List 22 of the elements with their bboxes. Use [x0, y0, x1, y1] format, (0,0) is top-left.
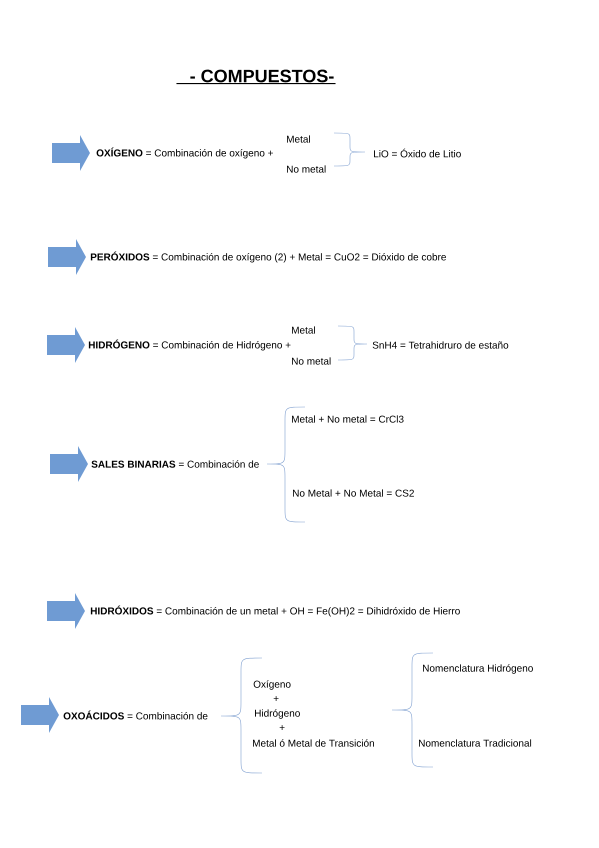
result-text: SnH4 = Tetrahidruro de estaño [372, 341, 508, 349]
definition-text: OXOÁCIDOS = Combinación de [64, 710, 208, 720]
plus-sign: + [274, 696, 279, 701]
page-title: - COMPUESTOS- [176, 70, 336, 84]
option-label: Hidrógeno [255, 709, 300, 719]
option-label: Oxígeno [254, 680, 291, 690]
definition-text: HIDRÓGENO = Combinación de Hidrógeno + [88, 340, 291, 350]
plus-sign: + [280, 725, 285, 730]
result-text: LiO = Óxido de Litio [374, 148, 461, 158]
option-label: Metal ó Metal de Transición [253, 739, 374, 747]
definition-text: PERÓXIDOS = Combinación de oxígeno (2) + Metal = CuO2 = Dióxido de cobre [90, 252, 446, 262]
result-text: No Metal + No Metal = CS2 [293, 489, 414, 497]
option-label: Metal [287, 135, 310, 143]
definition-text: OXÍGENO = Combinación de oxígeno + [96, 148, 273, 158]
definition-text: SALES BINARIAS = Combinación de [91, 460, 259, 468]
option-label: Nomenclatura Tradicional [419, 739, 532, 747]
option-label: No metal [292, 357, 331, 365]
option-label: No metal [287, 165, 326, 173]
result-text: Metal + No metal = CrCl3 [292, 415, 404, 423]
definition-text: HIDRÓXIDOS = Combinación de un metal + OH = Fe(OH)2 = Dihidróxido de Hierro [90, 606, 460, 616]
option-label: Metal [292, 326, 315, 334]
option-label: Nomenclatura Hidrógeno [423, 664, 533, 674]
